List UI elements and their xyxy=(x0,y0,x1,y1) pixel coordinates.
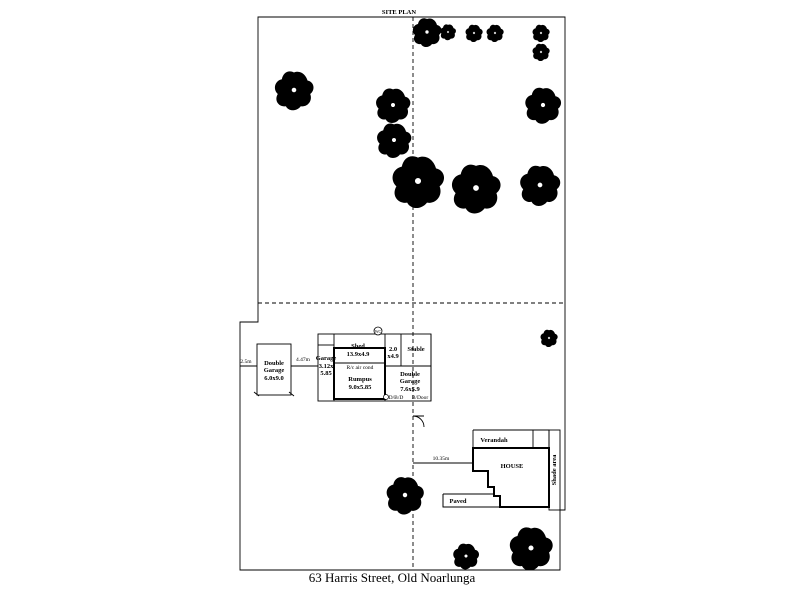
tree-icon xyxy=(274,71,314,111)
tree-icon xyxy=(532,43,550,62)
small-room-label: 2.0 xyxy=(389,346,397,353)
double-garage-right-size: 7.6x5.9 xyxy=(400,386,420,393)
house-label: HOUSE xyxy=(501,463,524,470)
wc-label: WC xyxy=(375,329,382,334)
dimension-left-setback: 2.5m xyxy=(240,359,252,365)
house-outline xyxy=(472,447,550,508)
tree-icon xyxy=(375,88,411,124)
garage-size: 5.85 xyxy=(320,370,332,377)
tree-icon xyxy=(519,165,561,207)
dimension-between-garages: 4.47m xyxy=(296,357,311,363)
garage-label: Garage xyxy=(316,355,337,362)
tree-group xyxy=(274,17,562,571)
rumpus-label: Rumpus xyxy=(348,376,372,383)
tree-icon xyxy=(509,526,554,571)
double-garage-left-size: 6.0x9.0 xyxy=(264,375,284,382)
tree-icon xyxy=(376,123,412,159)
tree-icon xyxy=(386,476,425,515)
site-boundary xyxy=(239,16,566,571)
shed-label: Shed xyxy=(351,343,365,350)
garage-size: 3.12x xyxy=(319,363,334,370)
double-garage-left xyxy=(256,343,292,396)
gate-swing xyxy=(412,415,425,428)
wc-symbol xyxy=(373,326,383,336)
shed-size: 13.9x4.9 xyxy=(347,351,371,358)
verandah-label: Verandah xyxy=(480,437,508,444)
tree-icon xyxy=(392,155,445,209)
stable-label: Stable xyxy=(407,346,424,353)
address-caption: 63 Harris Street, Old Noarlunga xyxy=(309,570,476,585)
tree-icon xyxy=(412,17,442,48)
shade-area xyxy=(548,429,561,511)
double-garage-right-label: Garage xyxy=(400,378,421,385)
tree-icon xyxy=(524,87,562,125)
shade-area-label: Shade area xyxy=(551,454,558,486)
air-conditioning-note: R/c air cond xyxy=(347,365,374,371)
tree-icon xyxy=(440,24,457,41)
dimension-house-setback: 10.35m xyxy=(433,456,450,462)
door-note: D/B/D xyxy=(389,395,404,401)
tree-icon xyxy=(532,24,550,43)
paved-label: Paved xyxy=(450,498,467,505)
plan-title: SITE PLAN xyxy=(382,9,416,16)
double-garage-left-label: Double xyxy=(264,360,284,367)
rumpus-size: 9.0x5.85 xyxy=(349,384,373,391)
door-note: B/Door xyxy=(412,395,429,401)
tree-icon xyxy=(451,164,502,215)
double-garage-left-label: Garage xyxy=(264,367,285,374)
small-room-size: x4.9 xyxy=(387,353,399,360)
tree-icon xyxy=(465,24,483,43)
tree-icon xyxy=(453,543,480,570)
tree-icon xyxy=(486,24,504,43)
tree-icon xyxy=(540,329,558,348)
double-garage-right-label: Double xyxy=(400,371,420,378)
